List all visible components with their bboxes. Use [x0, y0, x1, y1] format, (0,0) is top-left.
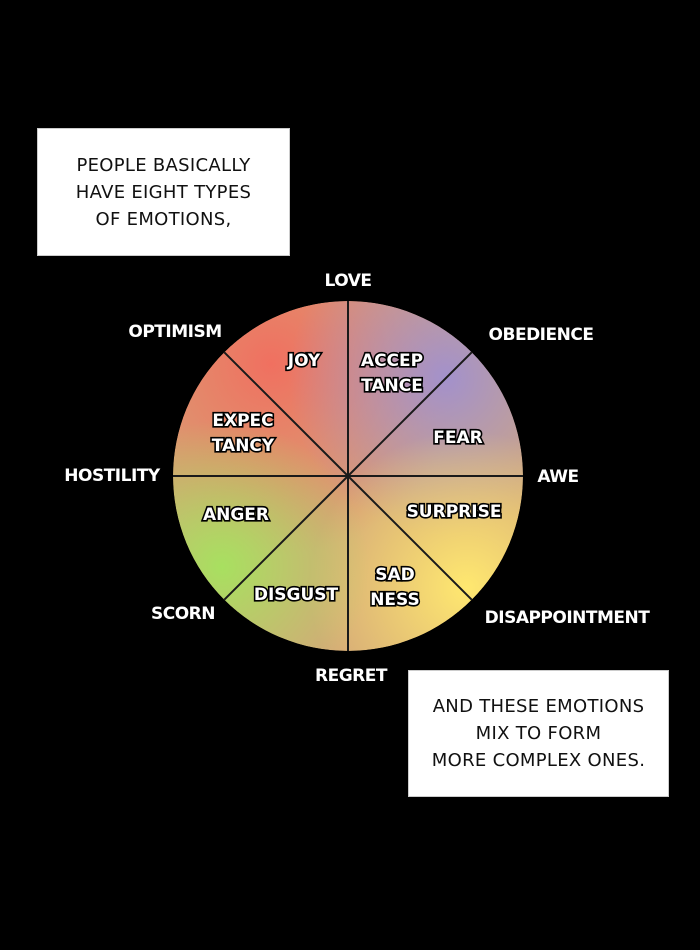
- combination-label-awe: AWE: [537, 467, 578, 487]
- emotion-label-joy: JOY: [287, 351, 321, 371]
- divider-line: [347, 351, 473, 477]
- wheel-dividers: [173, 301, 523, 651]
- divider-line: [347, 475, 473, 601]
- combination-label-regret: REGRET: [315, 666, 388, 686]
- caption-box-top: PEOPLE BASICALLY HAVE EIGHT TYPES OF EMO…: [37, 128, 290, 256]
- divider-line: [223, 475, 349, 601]
- caption-bottom-line-3: MORE COMPLEX ONES.: [431, 750, 646, 771]
- combination-label-optimism: OPTIMISM: [128, 322, 221, 342]
- combination-label-hostility: HOSTILITY: [64, 466, 161, 486]
- caption-bottom-line-2: MIX TO FORM: [475, 723, 602, 744]
- caption-top-line-3: OF EMOTIONS,: [95, 208, 232, 230]
- combination-label-love: LOVE: [325, 271, 372, 291]
- caption-top-line-2: HAVE EIGHT TYPES: [75, 181, 252, 203]
- combination-label-scorn: SCORN: [151, 604, 215, 624]
- caption-bottom-line-1: AND THESE EMOTIONS: [432, 696, 645, 717]
- caption-top-line-1: PEOPLE BASICALLY: [76, 154, 251, 176]
- combination-labels: LOVE OBEDIENCE AWE DISAPPOINTMENT REGRET SCOR…: [63, 269, 653, 687]
- divider-line: [223, 351, 349, 477]
- combination-label-disappointment: DISAPPOINTMENT: [485, 608, 651, 628]
- emotion-label-disgust: DISGUST: [254, 585, 339, 605]
- emotion-label-fear: FEAR: [433, 428, 482, 448]
- caption-box-bottom: AND THESE EMOTIONS MIX TO FORM MORE COMP…: [408, 670, 669, 797]
- combination-label-obedience: OBEDIENCE: [489, 325, 594, 345]
- emotion-label-anger: ANGER: [203, 505, 269, 525]
- emotion-label-surprise: SURPRISE: [407, 502, 502, 522]
